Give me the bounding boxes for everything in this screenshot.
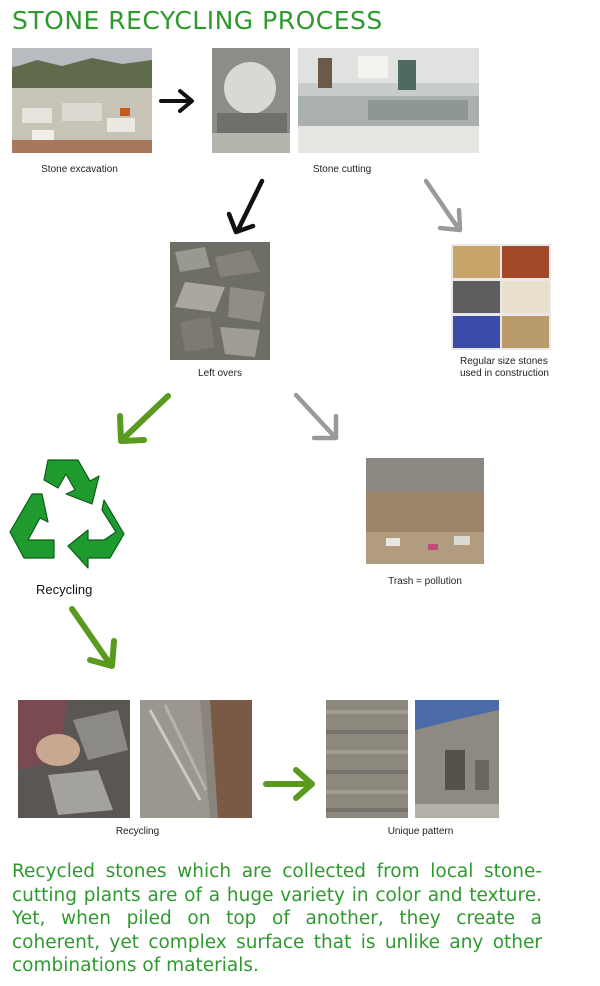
- recycling-photo-stacked: [140, 700, 252, 818]
- stone-cutting-workers-photo: [298, 48, 479, 153]
- description-paragraph: Recycled stones which are collected from…: [12, 861, 542, 976]
- arrow-down-left-icon: [112, 390, 174, 448]
- caption-regular-stones: Regular size stones used in construction: [460, 356, 549, 379]
- stone-swatch: [502, 281, 549, 313]
- stone-swatch: [453, 316, 500, 348]
- arrow-down-right-icon: [66, 604, 124, 672]
- stone-swatch: [502, 246, 549, 278]
- stone-cutting-saw-photo: [212, 48, 290, 153]
- stone-swatch: [453, 281, 500, 313]
- caption-leftovers: Left overs: [198, 368, 242, 377]
- caption-recycling-photos: Recycling: [115, 826, 160, 837]
- recycling-photo-hands: [18, 700, 130, 818]
- arrow-right-icon: [262, 764, 318, 804]
- caption-stone-excavation: Stone excavation: [41, 164, 118, 175]
- leftovers-photo: [170, 242, 270, 360]
- unique-pattern-building-photo: [415, 700, 499, 818]
- caption-trash-pollution: Trash = pollution: [388, 576, 462, 587]
- caption-unique-pattern: Unique pattern: [387, 826, 454, 837]
- page-title: STONE RECYCLING PROCESS: [12, 6, 383, 35]
- caption-stone-cutting: Stone cutting: [312, 164, 372, 175]
- stone-swatch: [502, 316, 549, 348]
- caption-recycling-icon: Recycling: [36, 582, 93, 597]
- arrow-right-icon: [158, 86, 198, 116]
- recycle-icon: [6, 454, 126, 570]
- trash-pollution-photo: [366, 458, 484, 564]
- arrow-down-right-icon: [420, 176, 468, 236]
- arrow-down-left-icon: [222, 176, 270, 238]
- stone-swatch: [453, 246, 500, 278]
- regular-stones-grid: [451, 244, 551, 350]
- unique-pattern-wall-photo: [326, 700, 408, 818]
- stone-excavation-photo: [12, 48, 152, 153]
- arrow-down-right-icon: [290, 390, 342, 444]
